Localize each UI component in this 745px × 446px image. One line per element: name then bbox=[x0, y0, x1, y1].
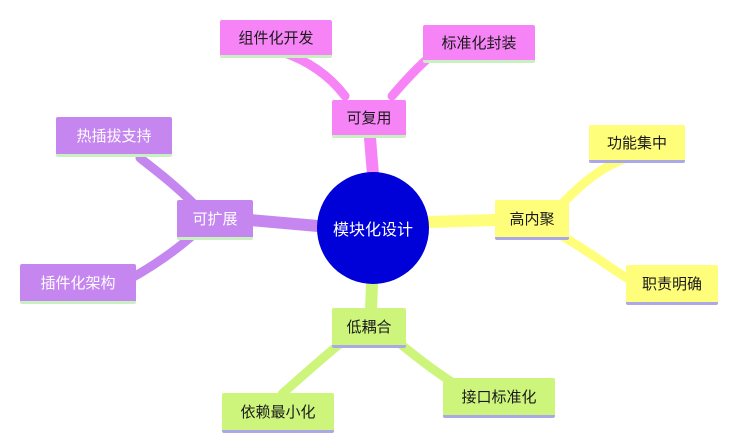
center-node[interactable]: 模块化设计 bbox=[317, 172, 429, 284]
leaf-node-component-dev[interactable]: 组件化开发 bbox=[220, 20, 332, 58]
branch-node-reuse[interactable]: 可复用 bbox=[332, 100, 406, 138]
branch-node-extend[interactable]: 可扩展 bbox=[177, 200, 253, 240]
branch-node-cohesion[interactable]: 高内聚 bbox=[495, 200, 569, 240]
connector-center-coupling bbox=[365, 278, 378, 316]
leaf-node-standard-package[interactable]: 标准化封装 bbox=[423, 25, 535, 63]
leaf-node-interface-standard[interactable]: 接口标准化 bbox=[443, 378, 555, 418]
connector-reuse-component bbox=[277, 47, 350, 101]
connector-cohesion-function bbox=[555, 155, 627, 211]
leaf-node-min-dependency[interactable]: 依赖最小化 bbox=[222, 393, 334, 433]
connector-center-reuse bbox=[364, 132, 379, 181]
leaf-node-clear-duty[interactable]: 职责明确 bbox=[626, 265, 718, 305]
connector-coupling-dependency bbox=[277, 337, 347, 399]
leaf-node-function-focus[interactable]: 功能集中 bbox=[589, 125, 685, 163]
connector-cohesion-duty bbox=[557, 231, 635, 285]
connector-extend-hotplug bbox=[135, 153, 200, 210]
branch-node-coupling[interactable]: 低耦合 bbox=[332, 308, 406, 348]
leaf-node-hotplug[interactable]: 热插拔支持 bbox=[56, 117, 172, 157]
connector-extend-plugin bbox=[123, 231, 197, 285]
connector-center-cohesion bbox=[423, 214, 501, 228]
connector-center-extend bbox=[244, 214, 324, 232]
leaf-node-plugin-arch[interactable]: 插件化架构 bbox=[20, 264, 136, 304]
